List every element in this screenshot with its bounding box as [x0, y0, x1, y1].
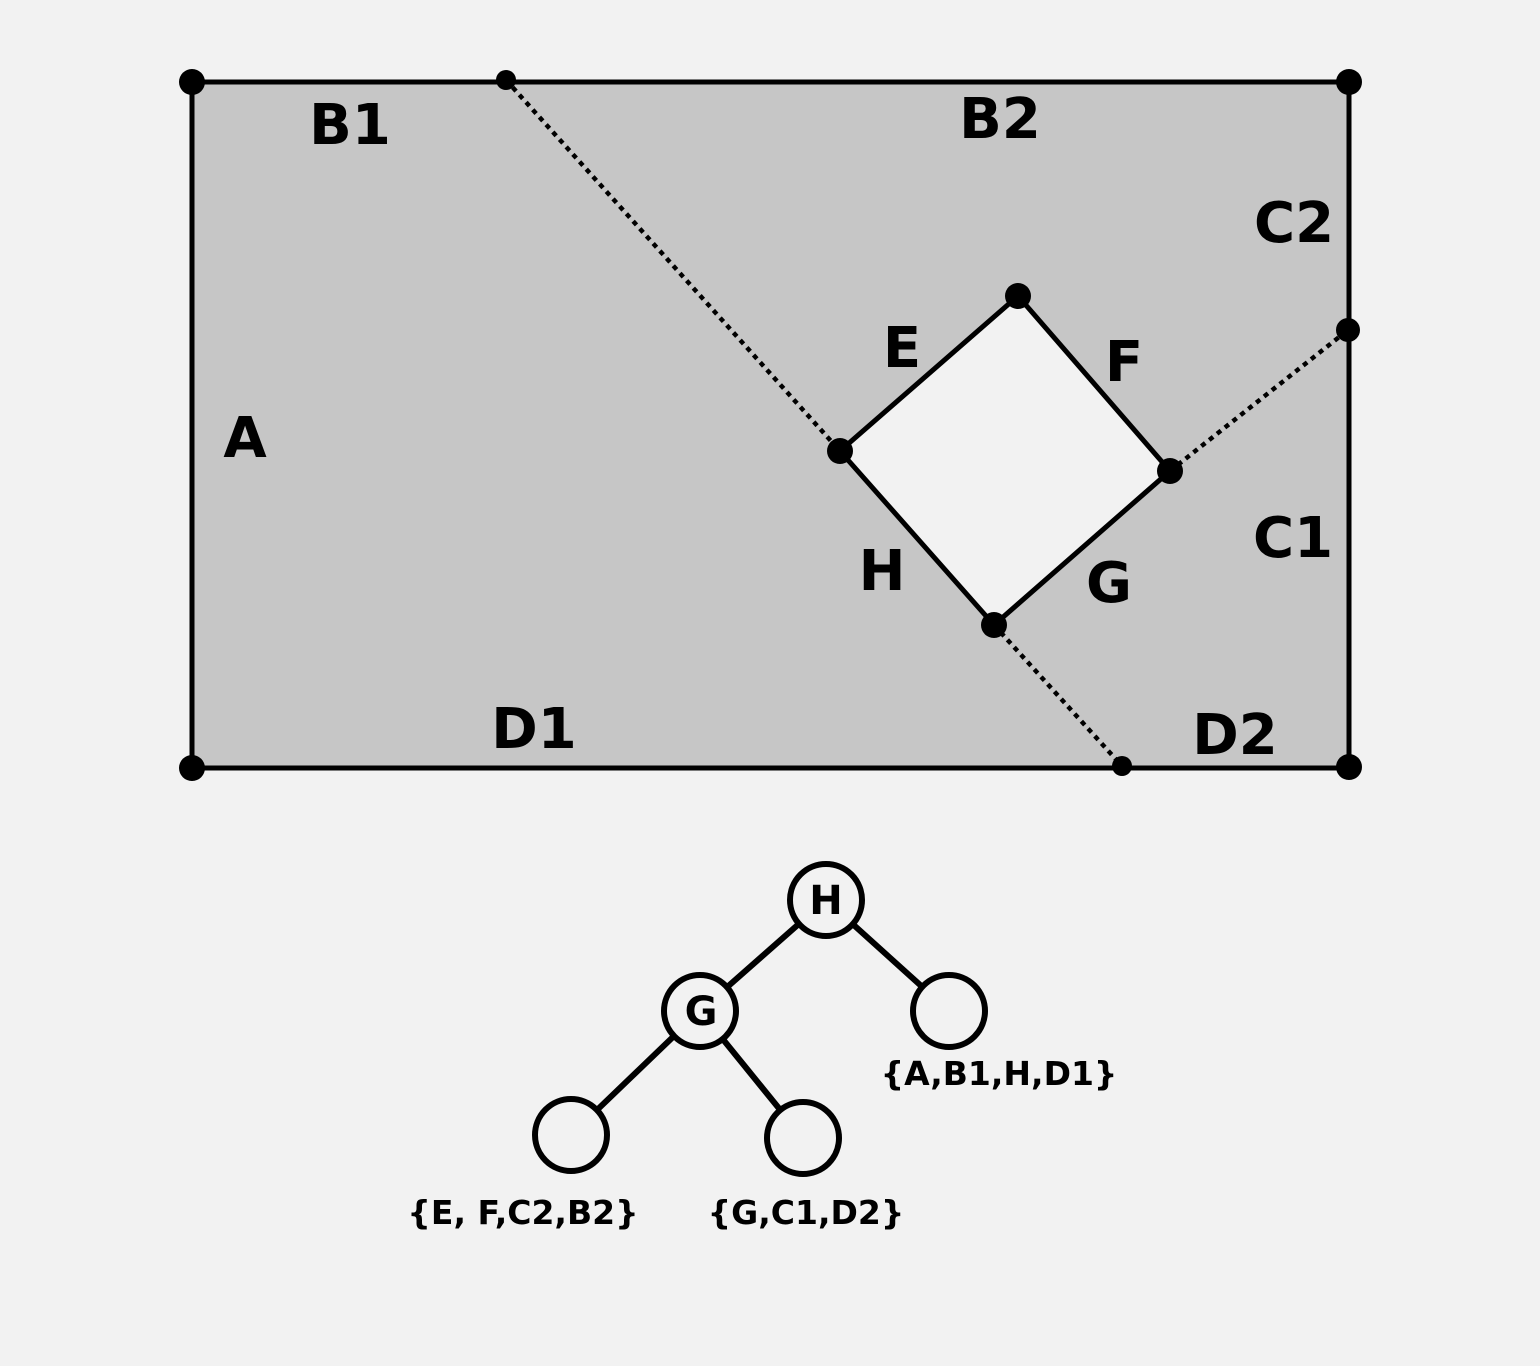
label-h: H	[859, 539, 906, 604]
tree-leaf	[764, 1099, 842, 1177]
split-line-h	[504, 78, 842, 453]
label-c2: C2	[1254, 191, 1334, 256]
leaf-set-label: {A,B1,H,D1}	[881, 1054, 1118, 1093]
label-g: G	[1086, 551, 1132, 616]
tree-node-root-label: H	[809, 878, 842, 924]
split-line-g-lower	[992, 623, 1124, 768]
tree-edges	[568, 897, 952, 1140]
vertex	[1336, 69, 1362, 95]
label-f: F	[1105, 330, 1143, 395]
tree-node-g	[661, 972, 739, 1050]
leaf-set-label: {G,C1,D2}	[708, 1193, 905, 1232]
tree-nodes	[532, 861, 988, 1177]
vertex	[1336, 318, 1360, 342]
split-line-g-upper	[1168, 328, 1350, 473]
split-lines	[504, 78, 1350, 768]
label-a: A	[223, 406, 267, 471]
vertex	[1336, 754, 1362, 780]
tree-node-g-label: G	[685, 989, 718, 1035]
label-e: E	[883, 316, 921, 381]
vertex	[1112, 756, 1132, 776]
outer-rectangle	[189, 79, 1352, 771]
vertices	[179, 69, 1362, 781]
vertex	[1005, 283, 1031, 309]
tree-leaf	[532, 1096, 610, 1174]
label-c1: C1	[1253, 506, 1333, 571]
label-b1: B1	[309, 93, 391, 158]
leaf-set-label: {E, F,C2,B2}	[407, 1193, 638, 1232]
vertex	[827, 438, 853, 464]
label-b2: B2	[959, 87, 1041, 152]
tree-leaf	[910, 972, 988, 1050]
vertex	[496, 70, 516, 90]
tree-node-root	[787, 861, 865, 939]
vertex	[981, 612, 1007, 638]
vertex	[179, 755, 205, 781]
vertex	[1157, 458, 1183, 484]
label-d2: D2	[1192, 703, 1277, 768]
label-d1: D1	[491, 697, 576, 762]
vertex	[179, 69, 205, 95]
